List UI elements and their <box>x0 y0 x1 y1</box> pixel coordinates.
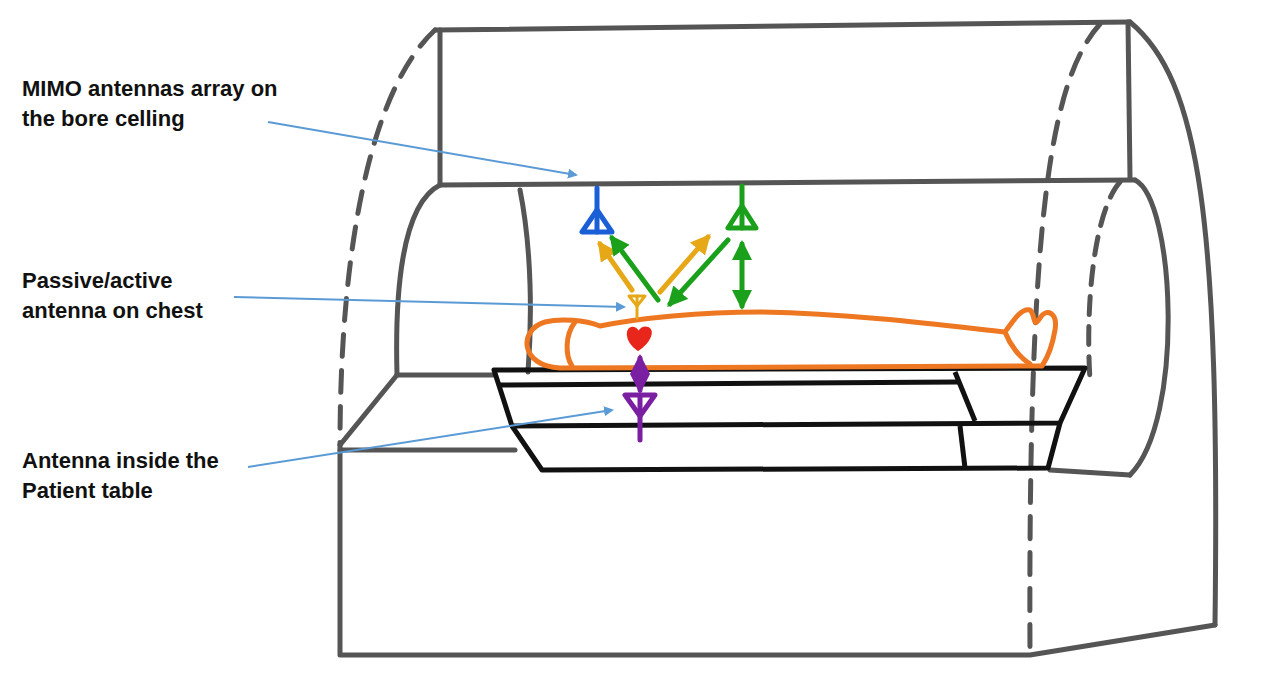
patient-table <box>494 368 1085 470</box>
ceiling-antenna-blue <box>582 188 612 232</box>
table-antenna <box>625 395 655 440</box>
callout-label: Passive/active antenna on chest <box>22 266 232 326</box>
heart <box>628 327 651 350</box>
antennas <box>582 186 756 440</box>
patient-body <box>527 310 1056 368</box>
callout-label: MIMO antennas array on the bore celling <box>22 74 284 134</box>
chest-antenna <box>629 296 645 318</box>
signal-arrows <box>600 237 742 390</box>
ceiling-antenna-green <box>728 186 756 228</box>
leader-lines <box>234 122 624 467</box>
scanner <box>340 22 1216 655</box>
callout-label: Antenna inside the Patient table <box>22 446 250 506</box>
